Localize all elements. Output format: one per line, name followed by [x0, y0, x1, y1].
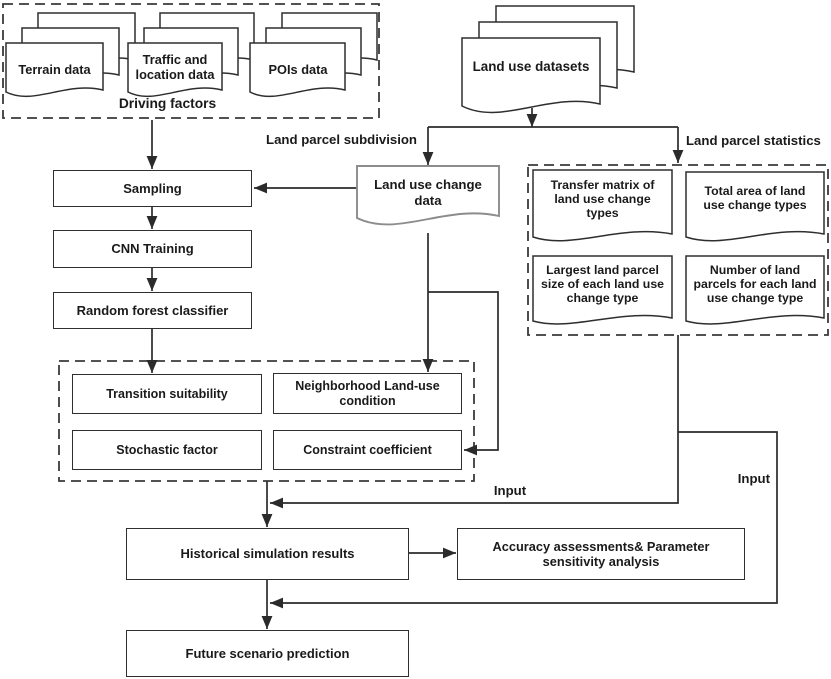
- datasets-doc: [461, 37, 601, 114]
- datasets-doc-label: Land use datasets: [472, 59, 590, 75]
- random-forest-box: Random forest classifier: [53, 292, 252, 329]
- largest-parcel-doc: [532, 255, 673, 325]
- terrain-doc: [5, 42, 104, 97]
- sampling-box: Sampling: [53, 170, 252, 207]
- driving-factors-group-box: [2, 3, 380, 119]
- largest-parcel-label: Largest land parcel size of each land us…: [540, 262, 664, 306]
- neighborhood-condition-box: Neighborhood Land-use condition: [273, 373, 462, 414]
- pois-doc: [249, 42, 346, 97]
- input-label-right: Input: [737, 471, 770, 486]
- number-parcels-doc: [685, 255, 825, 325]
- arrow-statistics-input-lower: [270, 431, 778, 609]
- transition-suitability-box: Transition suitability: [72, 374, 262, 414]
- total-area-doc: [685, 171, 825, 242]
- land-parcel-statistics-label: Land parcel statistics: [686, 133, 821, 148]
- arrow-change-data-to-constraint: [428, 291, 499, 456]
- cnn-training-box: CNN Training: [53, 230, 252, 268]
- parcel-statistics-group-box: [527, 164, 829, 336]
- traffic-doc-label: Traffic and location data: [135, 51, 215, 82]
- stochastic-factor-box: Stochastic factor: [72, 430, 262, 470]
- accuracy-assessment-box: Accuracy assessments& Parameter sensitiv…: [457, 528, 745, 580]
- constraint-coefficient-box: Constraint coefficient: [273, 430, 462, 470]
- land-use-change-doc: [356, 165, 500, 226]
- future-prediction-box: Future scenario prediction: [126, 630, 409, 677]
- number-parcels-label: Number of land parcels for each land use…: [693, 262, 817, 306]
- input-label-left: Input: [493, 483, 527, 498]
- total-area-label: Total area of land use change types: [703, 183, 807, 212]
- land-use-change-doc-label: Land use change data: [374, 177, 482, 208]
- transfer-matrix-label: Transfer matrix of land use change types: [550, 177, 655, 221]
- transfer-matrix-doc: [532, 169, 673, 242]
- pois-doc-label: POIs data: [268, 62, 328, 78]
- terrain-doc-label: Terrain data: [18, 62, 91, 78]
- traffic-doc: [127, 42, 223, 97]
- historical-results-box: Historical simulation results: [126, 528, 409, 580]
- land-parcel-subdivision-label: Land parcel subdivision: [266, 132, 417, 147]
- driving-factors-label: Driving factors: [118, 96, 217, 111]
- arrow-statistics-input-upper: [270, 335, 679, 509]
